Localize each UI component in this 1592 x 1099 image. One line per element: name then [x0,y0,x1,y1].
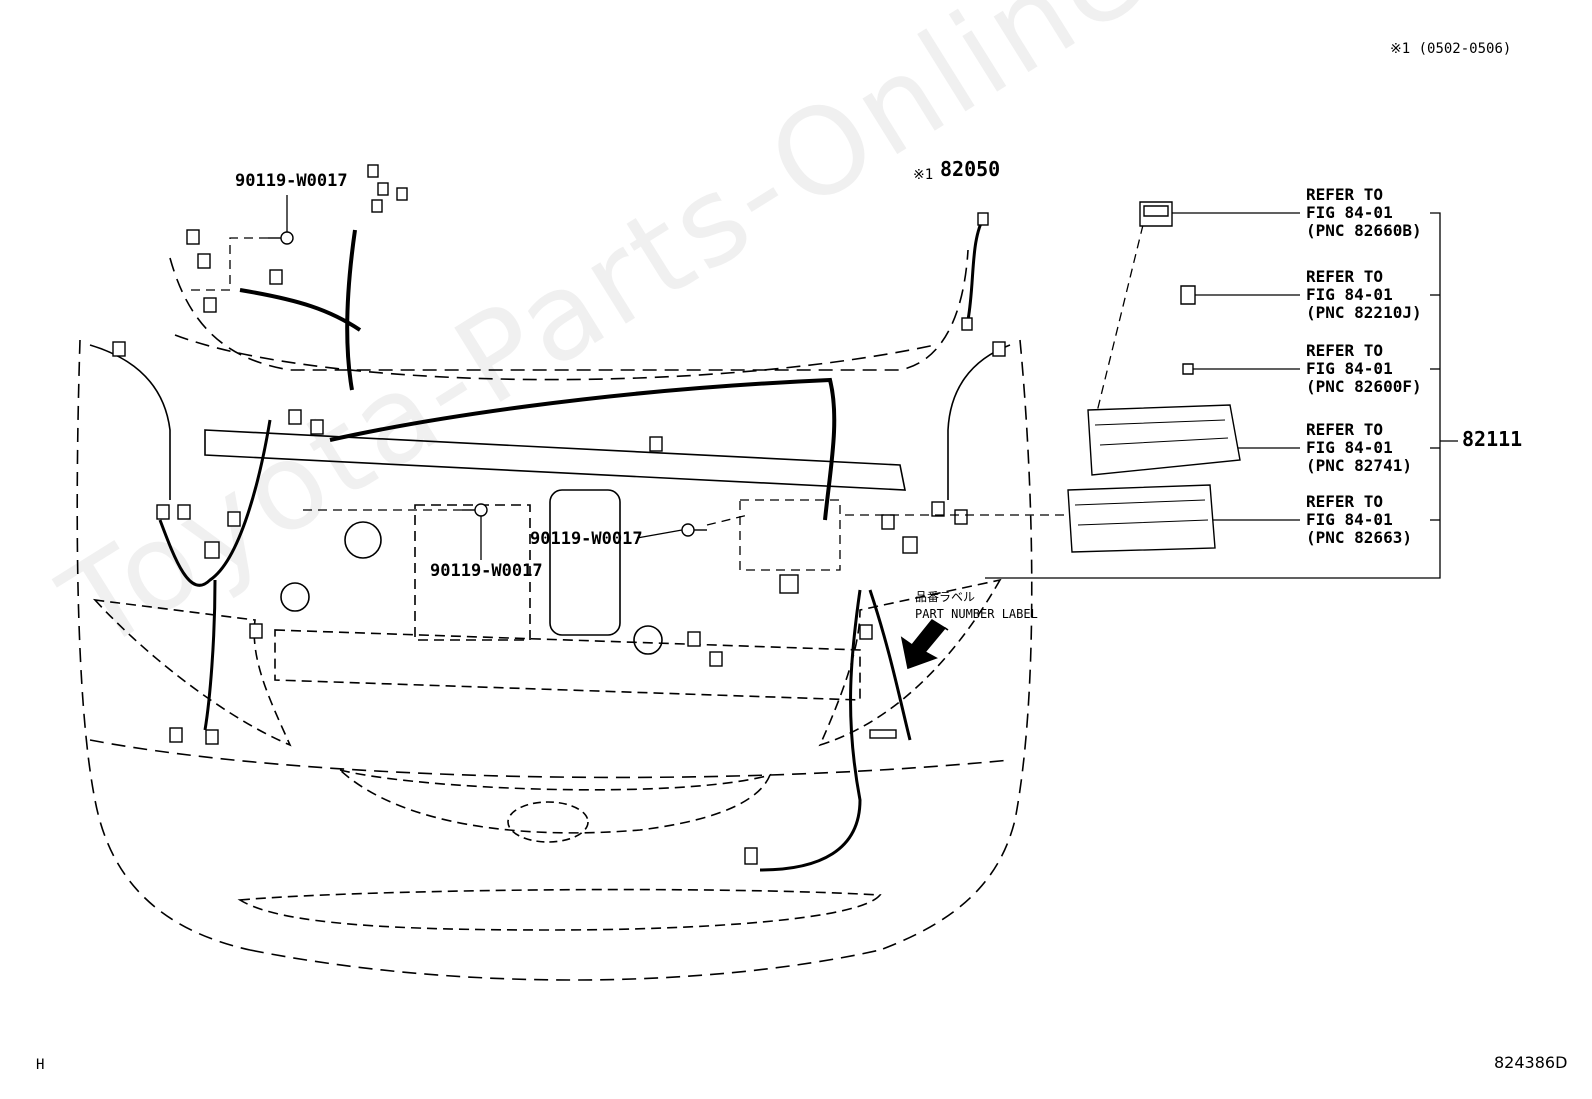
emblem [507,801,589,843]
bolts [268,231,707,537]
grille-upper [339,769,772,834]
bolt-label-top: 90119-W0017 [235,171,348,191]
illustration-number: 824386D [1494,1053,1568,1072]
assembly-part-label: 82111 [1462,427,1523,451]
part-number-label-en: PART NUMBER LABEL [915,607,1038,621]
body-right-outline [879,339,1033,951]
main-harness [239,229,837,521]
reservoir-cap-right [633,625,663,655]
sensor-harness [966,214,987,321]
label-arrow [900,618,949,670]
engine-cover [549,489,621,636]
fuse-block-components [1067,201,1241,553]
hood-outline [169,249,969,371]
cross-member [204,429,906,491]
sensor-part-label: 82050 [940,157,1001,181]
left-harness [158,419,272,731]
fender-right [947,344,1011,500]
engine-block [414,504,531,641]
bumper-lower [249,949,881,981]
headlight-left [92,598,292,747]
radiator-support [274,629,861,701]
sensor-variant-marker: ※1 [913,167,934,183]
body-left-outline [76,339,251,951]
oil-cap [344,521,382,559]
hood-underside [174,334,936,381]
right-harness [759,589,912,872]
footer-left-code: H [36,1057,45,1073]
bolt-label-right: 90119-W0017 [530,529,643,549]
headlight-right [818,578,1002,747]
connectors-left [112,164,663,745]
part-number-label-jp: 品番ラベル [915,590,976,604]
grille-lower [237,888,882,931]
variant-note: ※1 (0502-0506) [1390,41,1512,57]
connectors-right [687,212,1006,865]
bolt-label-mid: 90119-W0017 [430,561,543,581]
reservoir-cap-left [280,582,310,612]
solid-leaders [286,195,1458,579]
fender-left [89,344,171,500]
bumper-upper [89,739,1011,779]
dashed-leaders [190,224,1144,571]
